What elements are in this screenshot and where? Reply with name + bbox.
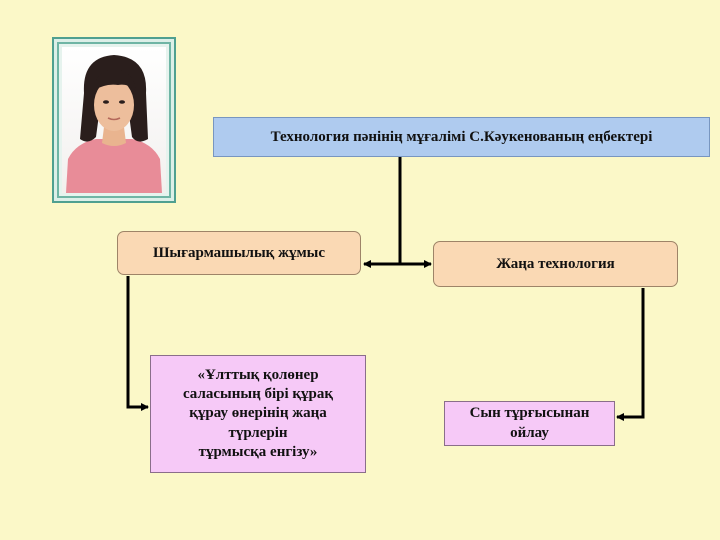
new-technology-label: Жаңа технология [496,255,615,272]
teacher-photo-frame [52,37,176,203]
creative-work-label: Шығармашылық жұмыс [152,244,326,261]
diagram-title: Технология пәнінің мұғалімі С.Кәукенован… [270,128,653,145]
folk-craft-label: «Ұлттық қолөнер саласының бірі құрақ құр… [182,367,334,460]
teacher-portrait [62,47,166,193]
new-technology-node: Жаңа технология [433,241,678,287]
diagram-title-box: Технология пәнінің мұғалімі С.Кәукенован… [213,117,710,157]
critical-thinking-label: Сын тұрғысынан ойлау [469,405,590,441]
critical-thinking-node: Сын тұрғысынан ойлау [444,401,615,446]
creative-work-node: Шығармашылық жұмыс [117,231,361,275]
arrow-to-folk-craft [126,276,149,411]
folk-craft-node: «Ұлттық қолөнер саласының бірі құрақ құр… [150,355,366,473]
arrow-to-critical-thinking [616,288,645,421]
